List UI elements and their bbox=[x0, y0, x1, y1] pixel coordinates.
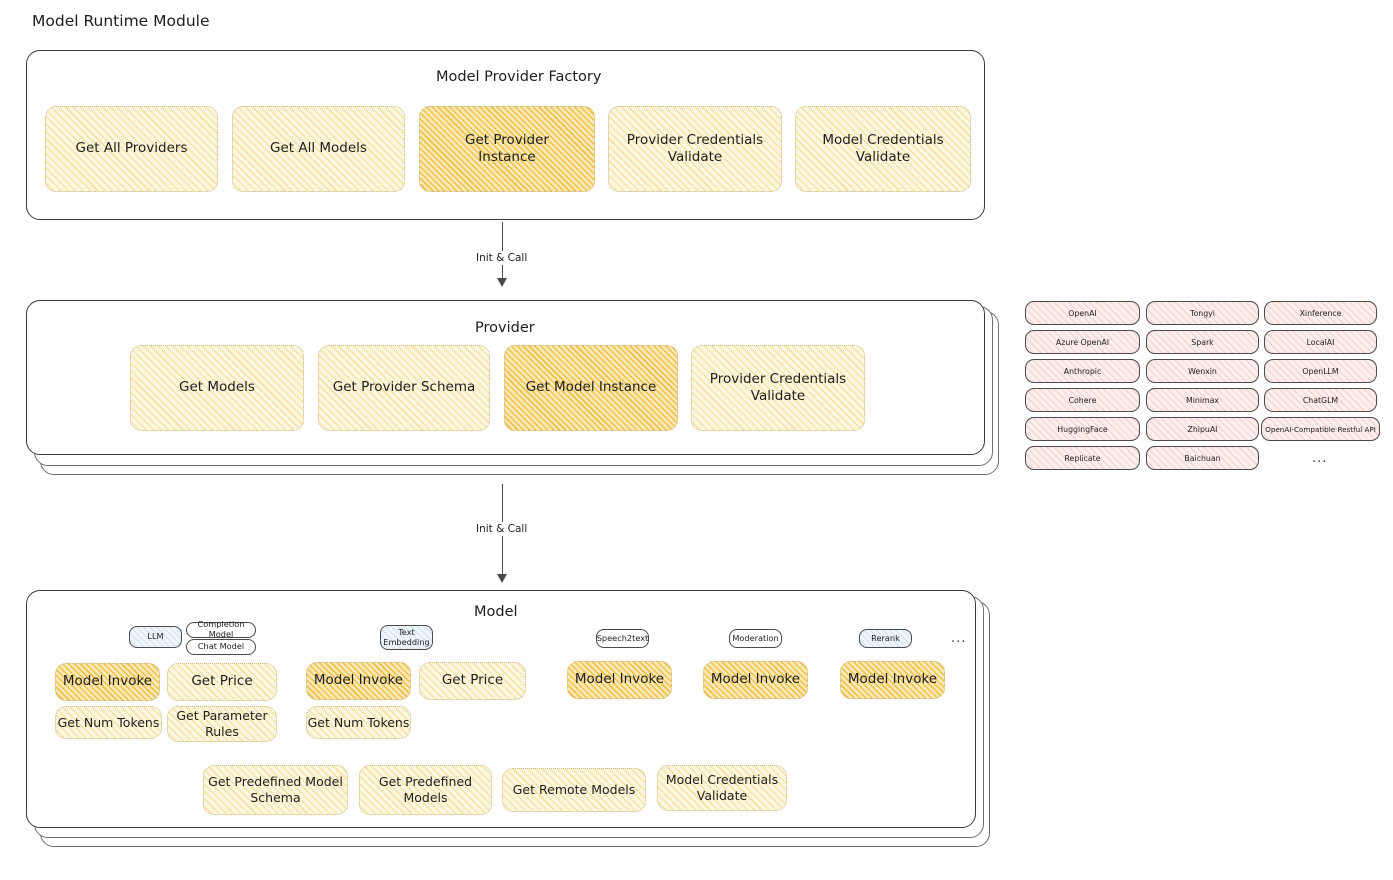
model-shared-node-model-credentials-validate[interactable]: Model Credentials Validate bbox=[657, 765, 787, 811]
provider-chip-cohere[interactable]: Cohere bbox=[1025, 388, 1140, 412]
factory-node-provider-credentials-validate[interactable]: Provider Credentials Validate bbox=[608, 106, 782, 192]
provider-chip-openai-compatible-restful-api[interactable]: OpenAI-Compatible Restful API bbox=[1261, 417, 1380, 441]
provider-node-provider-credentials-validate[interactable]: Provider Credentials Validate bbox=[691, 345, 865, 431]
provider-chip-baichuan[interactable]: Baichuan bbox=[1146, 446, 1259, 470]
rerank-node-model-invoke[interactable]: Model Invoke bbox=[840, 661, 945, 699]
factory-node-model-credentials-validate[interactable]: Model Credentials Validate bbox=[795, 106, 971, 192]
provider-chip-azure-openai[interactable]: Azure OpenAI bbox=[1025, 330, 1140, 354]
llm-node-model-invoke[interactable]: Model Invoke bbox=[55, 663, 160, 701]
model-type-badge-speech2text[interactable]: Speech2text bbox=[596, 629, 649, 648]
provider-chip-localai[interactable]: LocalAI bbox=[1264, 330, 1377, 354]
factory-node-get-all-providers[interactable]: Get All Providers bbox=[45, 106, 218, 192]
arrow-factory-to-provider-head bbox=[497, 278, 507, 287]
provider-list-more-ellipsis: ... bbox=[1312, 451, 1328, 466]
model-sub-badge-chat-model[interactable]: Chat Model bbox=[186, 639, 256, 655]
model-type-badge-llm[interactable]: LLM bbox=[129, 626, 182, 648]
arrow-label-init-call-2: Init & Call bbox=[472, 522, 532, 536]
model-title: Model bbox=[474, 604, 518, 620]
provider-chip-openai[interactable]: OpenAI bbox=[1025, 301, 1140, 325]
speech2text-node-model-invoke[interactable]: Model Invoke bbox=[567, 661, 672, 699]
provider-chip-minimax[interactable]: Minimax bbox=[1146, 388, 1259, 412]
provider-node-get-models[interactable]: Get Models bbox=[130, 345, 304, 431]
text-embedding-node-get-num-tokens[interactable]: Get Num Tokens bbox=[306, 706, 411, 739]
llm-node-get-parameter-rules[interactable]: Get Parameter Rules bbox=[167, 706, 277, 742]
provider-chip-replicate[interactable]: Replicate bbox=[1025, 446, 1140, 470]
model-provider-factory-title: Model Provider Factory bbox=[436, 69, 602, 85]
llm-node-get-num-tokens[interactable]: Get Num Tokens bbox=[55, 706, 162, 739]
provider-chip-openllm[interactable]: OpenLLM bbox=[1264, 359, 1377, 383]
model-sub-badge-completion-model[interactable]: Completion Model bbox=[186, 619, 256, 639]
text-embedding-node-get-price[interactable]: Get Price bbox=[419, 662, 526, 700]
text-embedding-node-model-invoke[interactable]: Model Invoke bbox=[306, 662, 411, 700]
model-shared-node-get-predefined-model-schema[interactable]: Get Predefined Model Schema bbox=[203, 765, 348, 815]
moderation-node-model-invoke[interactable]: Model Invoke bbox=[703, 661, 808, 699]
provider-chip-huggingface[interactable]: HuggingFace bbox=[1025, 417, 1140, 441]
provider-chip-zhipuai[interactable]: ZhipuAI bbox=[1146, 417, 1259, 441]
provider-chip-anthropic[interactable]: Anthropic bbox=[1025, 359, 1140, 383]
model-type-badge-rerank[interactable]: Rerank bbox=[859, 629, 912, 648]
model-type-badge-moderation[interactable]: Moderation bbox=[729, 629, 782, 648]
page-title: Model Runtime Module bbox=[32, 12, 210, 30]
llm-node-get-price[interactable]: Get Price bbox=[167, 663, 277, 701]
arrow-label-init-call-1: Init & Call bbox=[472, 251, 532, 265]
provider-node-get-model-instance[interactable]: Get Model Instance bbox=[504, 345, 678, 431]
provider-chip-wenxin[interactable]: Wenxin bbox=[1146, 359, 1259, 383]
provider-chip-xinference[interactable]: Xinference bbox=[1264, 301, 1377, 325]
model-types-more-ellipsis: ... bbox=[951, 631, 967, 646]
model-shared-node-get-remote-models[interactable]: Get Remote Models bbox=[502, 768, 646, 812]
provider-node-get-provider-schema[interactable]: Get Provider Schema bbox=[318, 345, 490, 431]
provider-chip-chatglm[interactable]: ChatGLM bbox=[1264, 388, 1377, 412]
model-shared-node-get-predefined-models[interactable]: Get Predefined Models bbox=[359, 765, 492, 815]
provider-title: Provider bbox=[475, 320, 535, 336]
model-type-badge-text-embedding[interactable]: Text Embedding bbox=[380, 625, 433, 650]
factory-node-get-all-models[interactable]: Get All Models bbox=[232, 106, 405, 192]
provider-chip-spark[interactable]: Spark bbox=[1146, 330, 1259, 354]
arrow-provider-to-model-head bbox=[497, 574, 507, 583]
factory-node-get-provider-instance[interactable]: Get Provider Instance bbox=[419, 106, 595, 192]
provider-chip-tongyi[interactable]: Tongyi bbox=[1146, 301, 1259, 325]
